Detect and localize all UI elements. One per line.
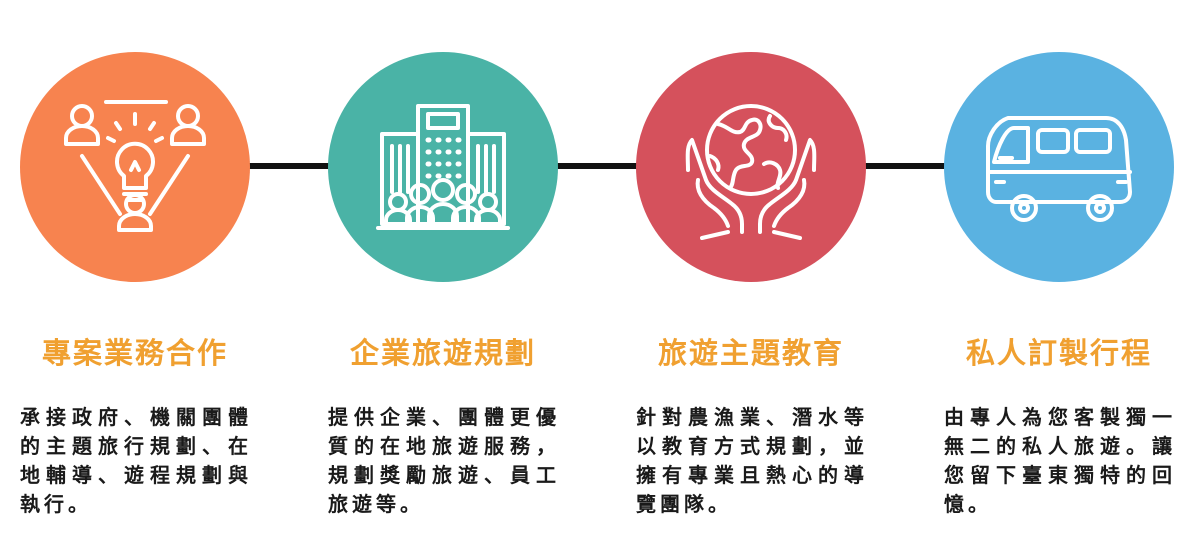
step-2-title: 企業旅遊規劃 [349,336,536,370]
step-4-circle [944,52,1174,282]
collaboration-lightbulb-icon [64,100,206,232]
step-2-circle [328,52,558,282]
step-3-description: 針對農漁業、潛水等以教育方式規劃，並擁有專業且熱心的導覽團隊。 [636,405,868,516]
step-1-circle [20,52,250,282]
step-1-description: 承接政府、機關團體的主題旅行規劃、在地輔導、遊程規劃與執行。 [20,405,252,516]
globe-in-hands-icon [685,104,817,240]
step-4-description: 由專人為您客製獨一無二的私人旅遊。讓您留下臺東獨特的回憶。 [944,405,1176,516]
connector-line [134,163,1060,169]
corporate-building-group-icon [376,104,510,230]
step-3-circle [636,52,866,282]
step-2-description: 提供企業、團體更優質的在地旅遊服務，規劃獎勵旅遊、員工旅遊等。 [328,405,560,516]
tour-van-icon [986,116,1132,222]
step-3-title: 旅遊主題教育 [657,336,844,370]
step-4-title: 私人訂製行程 [965,336,1152,370]
step-1-title: 專案業務合作 [41,336,228,370]
